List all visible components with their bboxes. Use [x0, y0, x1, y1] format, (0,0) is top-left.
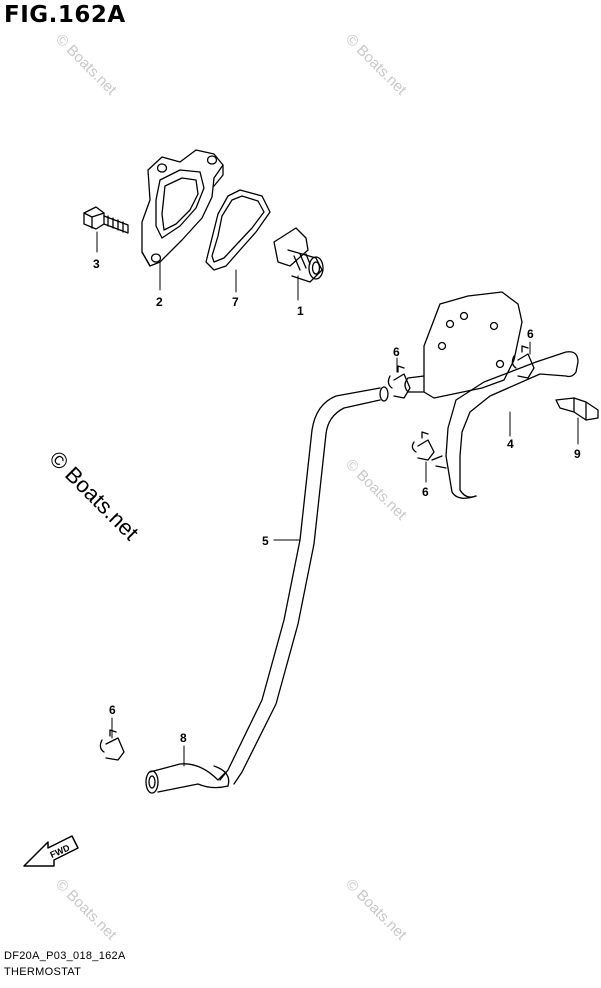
callout-bolt: 3 — [93, 257, 100, 271]
callout-clip-upper-left: 6 — [393, 345, 400, 359]
svg-text:© Boats.net: © Boats.net — [342, 31, 410, 99]
svg-text:© Boats.net: © Boats.net — [52, 31, 120, 99]
watermark-top-left: © Boats.net — [52, 31, 120, 99]
callout-hose-elbow: 8 — [180, 731, 187, 745]
fwd-arrow-icon — [23, 835, 79, 867]
callout-hose-long: 5 — [262, 534, 269, 548]
callout-thermostat-cover: 2 — [156, 295, 163, 309]
callout-hose-right: 4 — [507, 437, 514, 451]
watermark-top-right: © Boats.net — [342, 31, 410, 99]
gasket-part — [205, 189, 271, 271]
callout-thermostat: 1 — [297, 304, 304, 318]
figure-subtitle: THERMOSTAT — [4, 966, 82, 978]
drawing-code: DF20A_P03_018_162A — [4, 950, 126, 962]
callout-gasket: 7 — [232, 295, 239, 309]
bolt-part — [83, 206, 129, 234]
clip-lower-part — [99, 729, 125, 761]
callout-clamp: 9 — [574, 447, 581, 461]
watermark-middle-right: © Boats.net — [342, 456, 410, 524]
hose-long-part — [219, 386, 389, 785]
watermark-main: © Boats.net — [44, 446, 143, 545]
svg-text:© Boats.net: © Boats.net — [44, 446, 143, 545]
figure-title: FIG.162A — [4, 2, 126, 28]
svg-text:© Boats.net: © Boats.net — [52, 876, 120, 944]
thermostat-part — [273, 227, 324, 283]
watermark-bottom-left: © Boats.net — [52, 876, 120, 944]
leader-lines — [96, 231, 579, 767]
clamp-part — [555, 397, 599, 421]
svg-text:© Boats.net: © Boats.net — [342, 456, 410, 524]
callout-clip-upper-right: 6 — [527, 327, 534, 341]
callout-clip-lower: 6 — [109, 703, 116, 717]
hose-right-part — [404, 291, 579, 499]
clip-middle-part — [411, 431, 435, 461]
hose-elbow-part — [145, 763, 230, 794]
watermark-bottom-right: © Boats.net — [342, 876, 410, 944]
clip-upper-left-part — [387, 365, 411, 399]
clip-upper-right-part — [511, 345, 535, 379]
callout-clip-middle: 6 — [422, 485, 429, 499]
thermostat-cover-part — [141, 149, 224, 267]
svg-text:© Boats.net: © Boats.net — [342, 876, 410, 944]
